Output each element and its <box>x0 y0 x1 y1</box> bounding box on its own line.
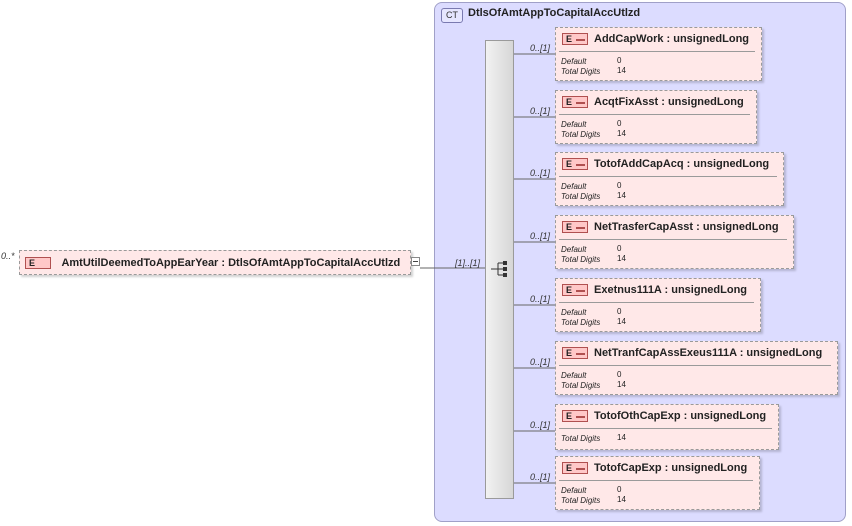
facet-default-label: Default <box>561 245 587 254</box>
facet-total-digits-label: Total Digits <box>561 434 601 443</box>
element-cardinality: 0..[1] <box>530 357 551 367</box>
root-element-label: AmtUtilDeemedToAppEarYear : DtlsOfAmtApp… <box>61 257 401 269</box>
facet-total-digits-value: 14 <box>617 254 626 263</box>
element-name: TotofAddCapAcq : unsignedLong <box>594 158 770 170</box>
facet-default-value: 0 <box>617 56 622 65</box>
element-badge: E <box>562 96 588 108</box>
collapse-toggle[interactable] <box>411 257 420 266</box>
facet-total-digits-value: 14 <box>617 380 626 389</box>
facet-default-label: Default <box>561 57 587 66</box>
element-name: TotofCapExp : unsignedLong <box>594 462 748 474</box>
facet-default-value: 0 <box>617 485 622 494</box>
element-name: NetTranfCapAssExeus111A : unsignedLong <box>594 347 823 359</box>
element-badge: E <box>562 462 588 474</box>
element-cardinality: 0..[1] <box>530 168 551 178</box>
facet-total-digits-value: 14 <box>617 129 626 138</box>
element-badge: E <box>562 158 588 170</box>
element-cardinality: 0..[1] <box>530 231 551 241</box>
element-divider <box>559 114 750 115</box>
element-divider <box>559 480 753 481</box>
facet-default-label: Default <box>561 371 587 380</box>
element-divider <box>559 51 755 52</box>
facet-default-value: 0 <box>617 244 622 253</box>
facet-total-digits-value: 14 <box>617 66 626 75</box>
sequence-icon[interactable] <box>490 260 510 278</box>
element-name: NetTrasferCapAsst : unsignedLong <box>594 221 779 233</box>
root-element[interactable]: E AmtUtilDeemedToAppEarYear : DtlsOfAmtA… <box>19 250 411 275</box>
facet-default-label: Default <box>561 308 587 317</box>
facet-default-value: 0 <box>617 181 622 190</box>
element-badge: E <box>562 410 588 422</box>
facet-total-digits-value: 14 <box>617 495 626 504</box>
element-badge: E <box>562 221 588 233</box>
element-badge: E <box>562 33 588 45</box>
facet-default-label: Default <box>561 182 587 191</box>
element-divider <box>559 176 777 177</box>
facet-total-digits-label: Total Digits <box>561 381 601 390</box>
element-divider <box>559 302 754 303</box>
complex-type-badge: CT <box>441 8 463 23</box>
facet-total-digits-label: Total Digits <box>561 130 601 139</box>
facet-default-label: Default <box>561 486 587 495</box>
element-divider <box>559 365 831 366</box>
root-cardinality: 0..* <box>1 251 15 261</box>
facet-total-digits-value: 14 <box>617 433 626 442</box>
facet-total-digits-label: Total Digits <box>561 318 601 327</box>
facet-default-value: 0 <box>617 370 622 379</box>
element-badge: E <box>562 347 588 359</box>
facet-total-digits-value: 14 <box>617 317 626 326</box>
element-badge: E <box>562 284 588 296</box>
element-divider <box>559 428 772 429</box>
facet-total-digits-value: 14 <box>617 191 626 200</box>
element-cardinality: 0..[1] <box>530 43 551 53</box>
facet-total-digits-label: Total Digits <box>561 496 601 505</box>
element-badge: E <box>25 257 51 269</box>
facet-total-digits-label: Total Digits <box>561 192 601 201</box>
element-name: Exetnus111A : unsignedLong <box>594 284 748 296</box>
facet-default-label: Default <box>561 120 587 129</box>
element-cardinality: 0..[1] <box>530 106 551 116</box>
element-cardinality: 0..[1] <box>530 294 551 304</box>
facet-default-value: 0 <box>617 307 622 316</box>
facet-default-value: 0 <box>617 119 622 128</box>
facet-total-digits-label: Total Digits <box>561 67 601 76</box>
branch-lines <box>514 53 555 484</box>
element-name: AcqtFixAsst : unsignedLong <box>594 96 744 108</box>
facet-total-digits-label: Total Digits <box>561 255 601 264</box>
element-name: TotofOthCapExp : unsignedLong <box>594 410 767 422</box>
element-cardinality: 0..[1] <box>530 420 551 430</box>
sequence-cardinality: [1]..[1] <box>455 258 481 268</box>
element-name: AddCapWork : unsignedLong <box>594 33 750 45</box>
complex-type-name: DtlsOfAmtAppToCapitalAccUtlzd <box>468 7 641 19</box>
element-cardinality: 0..[1] <box>530 472 551 482</box>
element-divider <box>559 239 787 240</box>
